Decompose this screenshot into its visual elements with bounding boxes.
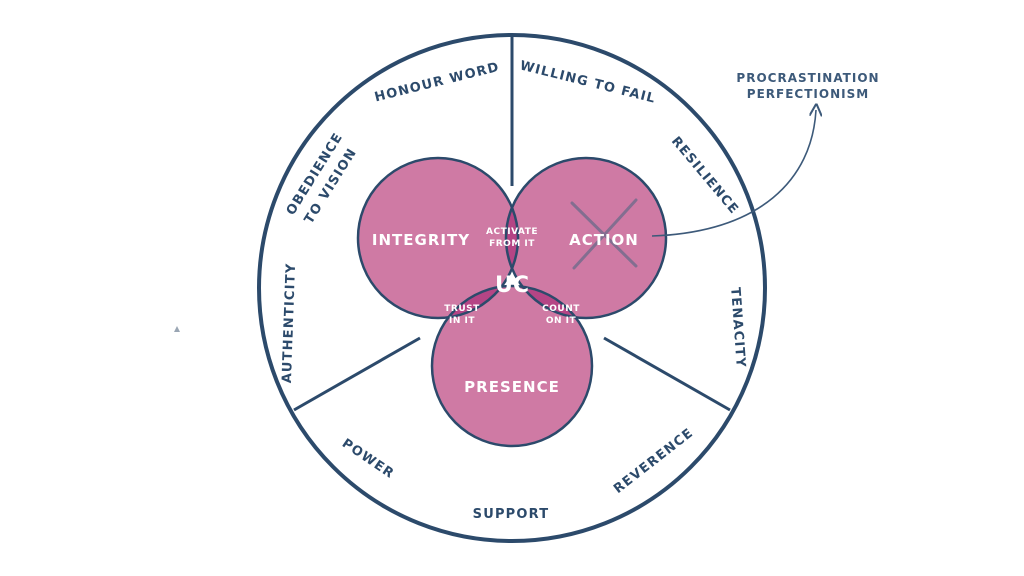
- resilience-label: RESILIENCE: [668, 134, 741, 217]
- trust-label-line1: TRUST: [444, 304, 480, 314]
- integrity-circle: [358, 158, 518, 318]
- count-label-line1: COUNT: [542, 304, 580, 314]
- trust-label-line2: IN IT: [449, 316, 475, 326]
- power-label: POWER: [339, 436, 397, 482]
- action-label: ACTION: [569, 231, 639, 249]
- divider-lower-right: [603, 336, 731, 412]
- action-circle: [506, 158, 666, 318]
- presence-circle: [432, 286, 592, 446]
- presence-label: PRESENCE: [464, 378, 560, 396]
- activate-label-line1: ACTIVATE: [486, 227, 538, 237]
- support-label: SUPPORT: [473, 507, 550, 522]
- perfectionism-label: PERFECTIONISM: [747, 87, 869, 101]
- count-label-line2: ON IT: [546, 316, 577, 326]
- stray-mark: [174, 326, 180, 332]
- authenticity-label: AUTHENTICITY: [280, 262, 299, 383]
- cross-out-mark: [570, 198, 638, 270]
- procrastination-label: PROCRASTINATION: [736, 71, 879, 85]
- activate-label-line2: FROM IT: [489, 239, 535, 249]
- divider-lower-left: [293, 336, 421, 412]
- annotation-arrow: [651, 110, 816, 237]
- presence-outline: [430, 284, 594, 448]
- integrity-label: INTEGRITY: [372, 231, 470, 249]
- venn-diagram: [356, 156, 668, 448]
- center-label: UC: [495, 273, 529, 298]
- reverence-label: REVERENCE: [611, 426, 697, 497]
- action-outline: [504, 156, 668, 320]
- integrity-outline: [356, 156, 520, 320]
- tenacity-label: TENACITY: [727, 287, 748, 369]
